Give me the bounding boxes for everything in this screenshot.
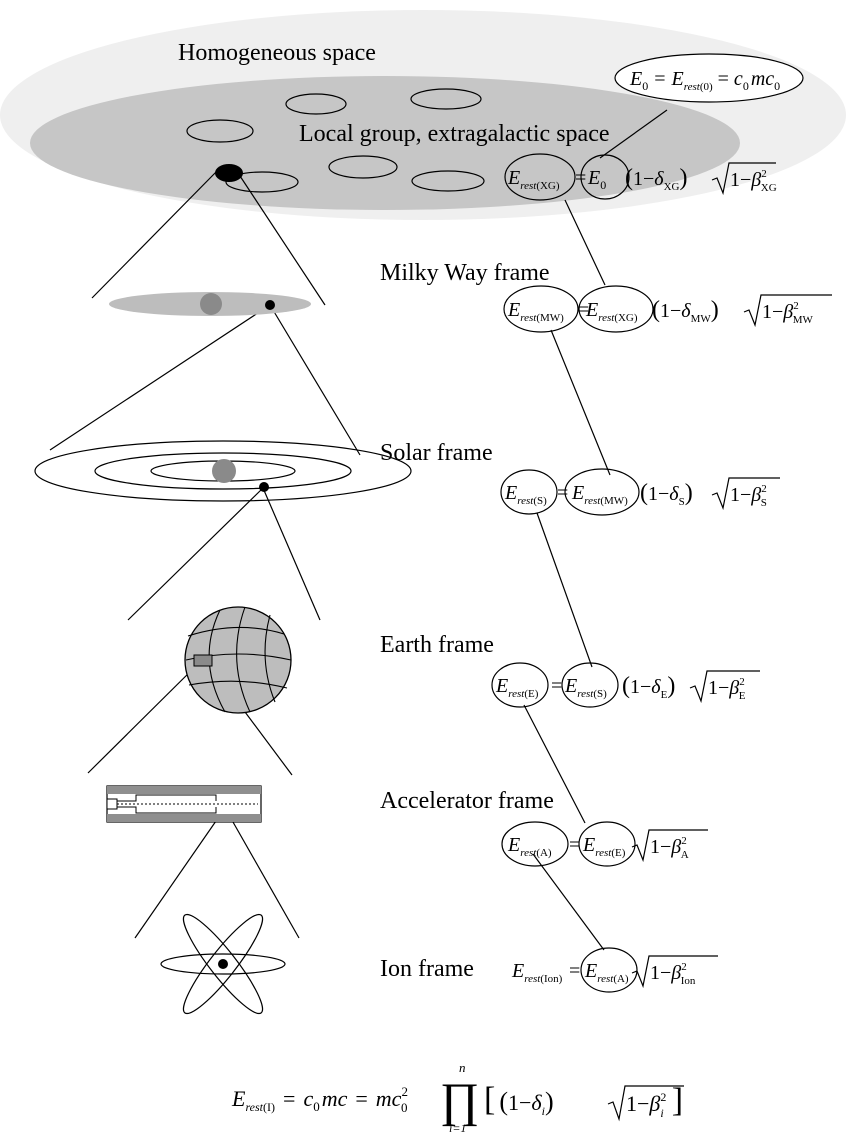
svg-text:(1−δE): (1−δE): [622, 673, 675, 701]
svg-text:Erest(XG): Erest(XG): [507, 167, 560, 192]
svg-text:=: =: [569, 960, 580, 982]
svg-text:Erest(S): Erest(S): [564, 675, 607, 700]
e-rest-e-ellipse: [491, 662, 549, 708]
svg-text:Erest(Ion): Erest(Ion): [511, 960, 563, 985]
product-symbol: ∏: [440, 1074, 480, 1127]
svg-text:[(1−δi): [(1−δi): [484, 1081, 554, 1118]
local-group-label: Local group, extragalactic space: [299, 121, 610, 147]
svg-text:1−β2S: 1−β2S: [730, 483, 767, 509]
e-rest-s-term-ellipse: [561, 662, 619, 708]
product-lower-limit: i=1: [449, 1121, 466, 1135]
svg-text:1−β2i]: 1−β2i]: [626, 1082, 683, 1120]
svg-text:E0: E0: [587, 167, 606, 192]
svg-text:Erest(MW): Erest(MW): [571, 482, 628, 507]
accelerator-site: [193, 654, 213, 667]
svg-text:=: =: [557, 482, 568, 504]
svg-text:Erest(MW): Erest(MW): [507, 299, 564, 324]
svg-text:=: =: [569, 834, 580, 856]
svg-text:(1−δXG): (1−δXG): [625, 165, 687, 193]
milky-way-marker: [215, 164, 243, 182]
svg-text:=: =: [551, 675, 562, 697]
svg-text:Erest(A): Erest(A): [584, 960, 629, 985]
svg-text:=: =: [578, 299, 589, 321]
svg-text:1−β2A: 1−β2A: [650, 835, 689, 861]
sun: [212, 459, 236, 483]
svg-text:Erest(S): Erest(S): [504, 482, 547, 507]
e-rest-a-ellipse: [501, 821, 569, 867]
equation-connectors: [523, 109, 668, 951]
ion-nucleus: [218, 959, 228, 969]
accelerator-icon: [106, 785, 262, 823]
e-rest-s-ellipse: [500, 469, 558, 515]
svg-text:=: =: [575, 167, 586, 189]
galaxy-ellipse: [328, 155, 398, 179]
earth-marker: [259, 482, 269, 492]
e-rest-mw-ellipse: [503, 285, 579, 333]
galaxy-ellipses: [186, 88, 485, 193]
earth-globe: [184, 606, 292, 714]
e0-ellipse: [614, 53, 804, 103]
product-upper-limit: n: [459, 1060, 466, 1075]
e-symbol: E: [629, 68, 642, 90]
local-group-region: [30, 76, 740, 210]
solar-frame-label: Solar frame: [380, 440, 493, 466]
svg-text:Erest(E): Erest(E): [582, 834, 626, 859]
ion-frame-label: Ion frame: [380, 956, 474, 982]
earth-frame-label: Earth frame: [380, 632, 494, 658]
galactic-core: [200, 293, 222, 315]
svg-text:(1−δS): (1−δS): [640, 480, 693, 508]
svg-text:(1−δMW): (1−δMW): [652, 297, 719, 325]
e-rest-a-term-ellipse: [580, 947, 638, 993]
e-rest-xg-ellipse: [504, 153, 576, 201]
accelerator-frame-label: Accelerator frame: [380, 788, 554, 814]
svg-text:1−β2E: 1−β2E: [708, 676, 746, 702]
homogeneous-space-label: Homogeneous space: [178, 40, 376, 66]
galaxy-ellipse: [411, 170, 485, 192]
galaxy-ellipse: [225, 171, 299, 193]
svg-text:Erest(XG): Erest(XG): [585, 299, 638, 324]
e-rest-e-term-ellipse: [578, 821, 636, 867]
ion-atom: [160, 913, 286, 1015]
e-rest-mw-term-ellipse: [564, 468, 640, 516]
svg-text:Erest(A): Erest(A): [507, 834, 552, 859]
e-rest-xg-term-ellipse: [578, 285, 654, 333]
solar-system-marker: [265, 300, 275, 310]
milky-way-frame-label: Milky Way frame: [380, 260, 550, 286]
galaxy-ellipse: [410, 88, 482, 110]
svg-text:Erest(E): Erest(E): [495, 675, 539, 700]
galaxy-ellipse: [285, 93, 347, 115]
e0-term-ellipse: [580, 154, 630, 200]
zoom-lines: [49, 169, 361, 939]
galaxy-ellipse: [186, 119, 254, 143]
